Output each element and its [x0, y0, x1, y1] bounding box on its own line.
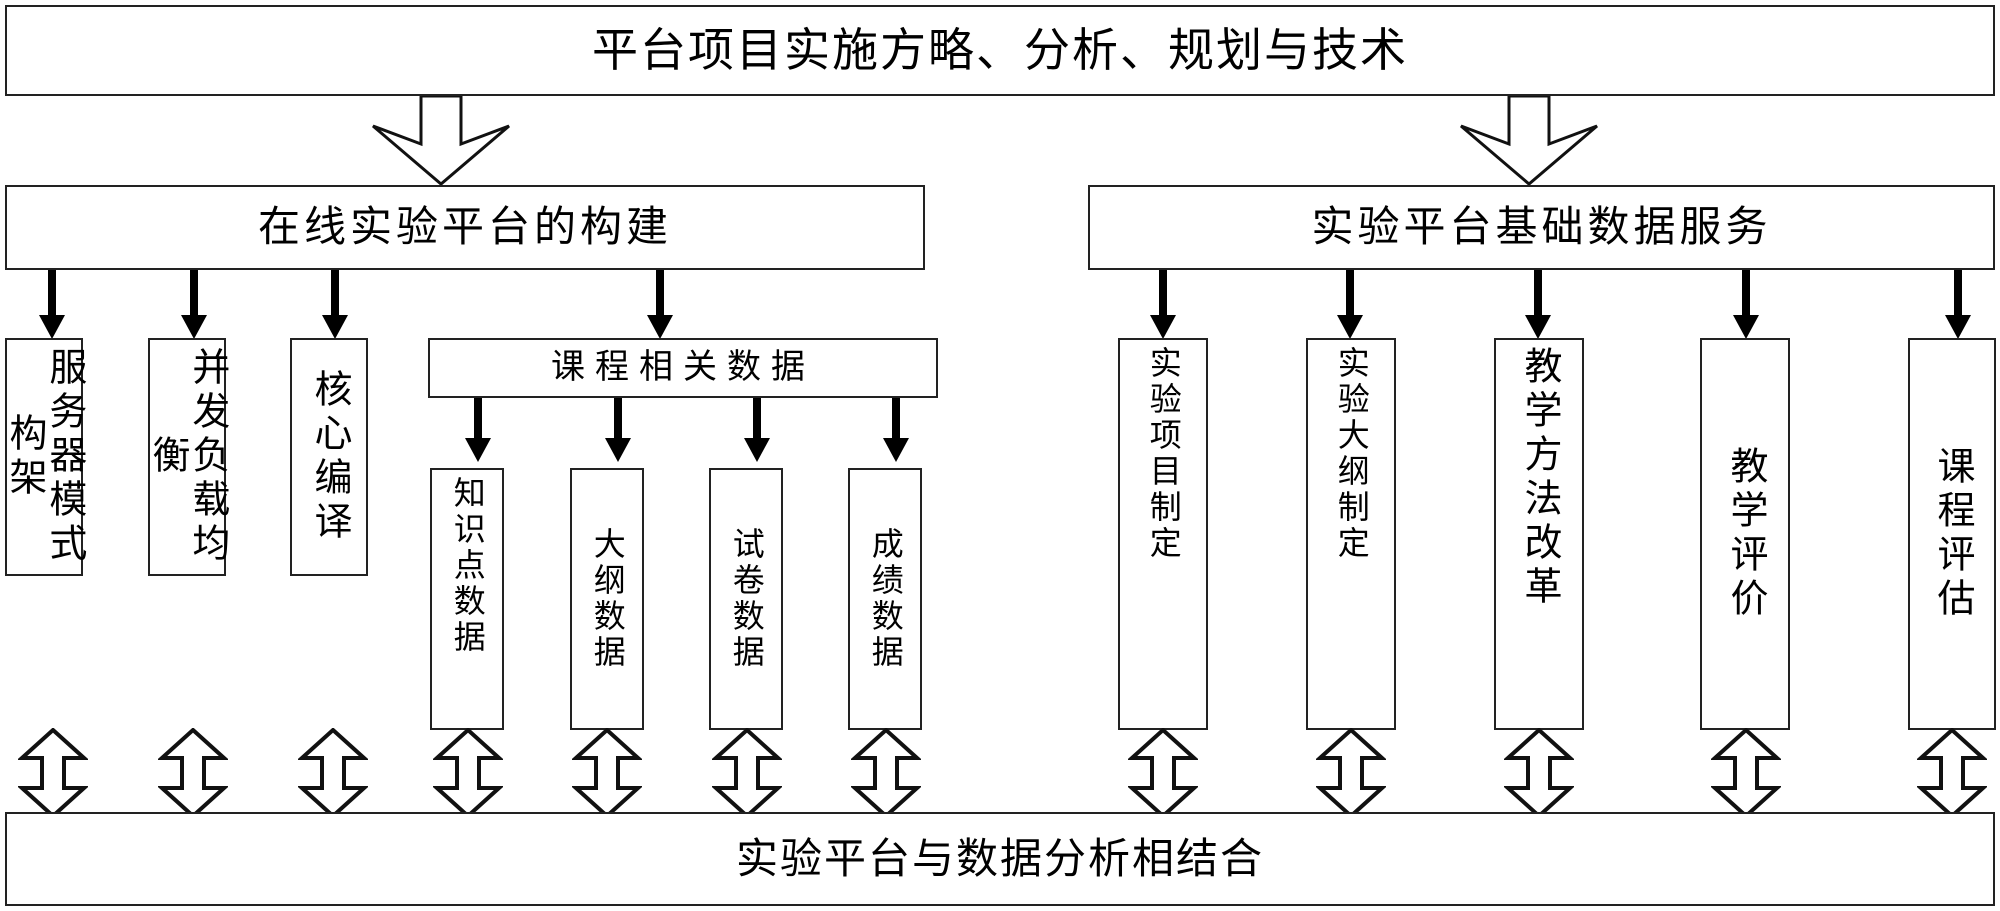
- leaf-box-course-assessment: 课程评估: [1908, 338, 1996, 730]
- leaf-box-experiment-project-plan: 实验项目制定: [1118, 338, 1208, 730]
- leaf-label: 课程评估: [1930, 446, 1975, 622]
- leaf-label: 知识点数据: [448, 476, 487, 656]
- leaf-box-load-balancing: 并发负载均衡: [146, 338, 230, 576]
- leaf-box-knowledge-point-data: 知识点数据: [430, 468, 504, 730]
- branch-header-left: 在线实验平台的构建: [5, 185, 925, 270]
- leaf-label: 实验大纲制定: [1332, 346, 1371, 562]
- double-arrow-6: [712, 728, 782, 818]
- double-arrow-1: [18, 728, 88, 818]
- hollow-arrow-down-left: [368, 96, 514, 186]
- leaf-box-syllabus-data: 大纲数据: [570, 468, 644, 730]
- double-arrow-5: [572, 728, 642, 818]
- leaf-box-server-architecture: 服务器模式构架: [3, 338, 87, 576]
- leaf-label: 大纲数据: [588, 527, 627, 671]
- leaf-box-experiment-syllabus-plan: 实验大纲制定: [1306, 338, 1396, 730]
- group-header-course-data: 课程相关数据: [428, 338, 938, 398]
- double-arrow-10: [1504, 728, 1574, 818]
- leaf-box-teaching-evaluation: 教学评价: [1700, 338, 1790, 730]
- branch-header-right-text: 实验平台基础数据服务: [1311, 202, 1772, 252]
- leaf-label: 教学方法改革: [1517, 346, 1562, 610]
- double-arrow-3: [298, 728, 368, 818]
- leaf-label: 教学评价: [1723, 446, 1768, 622]
- double-arrow-8: [1128, 728, 1198, 818]
- leaf-label: 成绩数据: [866, 527, 905, 671]
- hollow-arrow-down-right: [1456, 96, 1602, 186]
- group-header-text: 课程相关数据: [551, 347, 815, 388]
- double-arrow-12: [1917, 728, 1987, 818]
- double-arrow-2: [158, 728, 228, 818]
- leaf-box-core-compile: 核心编译: [290, 338, 368, 576]
- leaf-box-teaching-method-reform: 教学方法改革: [1494, 338, 1584, 730]
- leaf-label: 实验项目制定: [1144, 346, 1183, 562]
- bottom-banner-text: 实验平台与数据分析相结合: [735, 833, 1264, 883]
- leaf-box-exam-paper-data: 试卷数据: [709, 468, 783, 730]
- double-arrow-11: [1711, 728, 1781, 818]
- leaf-box-score-data: 成绩数据: [848, 468, 922, 730]
- leaf-label: 服务器模式构架: [3, 347, 87, 567]
- bottom-banner: 实验平台与数据分析相结合: [5, 812, 1995, 906]
- leaf-label: 核心编译: [307, 369, 352, 545]
- double-arrow-4: [433, 728, 503, 818]
- diagram-title-text: 平台项目实施方略、分析、规划与技术: [592, 23, 1408, 78]
- diagram-title-banner: 平台项目实施方略、分析、规划与技术: [5, 5, 1995, 96]
- double-arrow-7: [851, 728, 921, 818]
- branch-header-right: 实验平台基础数据服务: [1088, 185, 1995, 270]
- leaf-label: 试卷数据: [727, 527, 766, 671]
- leaf-label: 并发负载均衡: [146, 347, 230, 567]
- branch-header-left-text: 在线实验平台的构建: [257, 202, 672, 252]
- double-arrow-9: [1316, 728, 1386, 818]
